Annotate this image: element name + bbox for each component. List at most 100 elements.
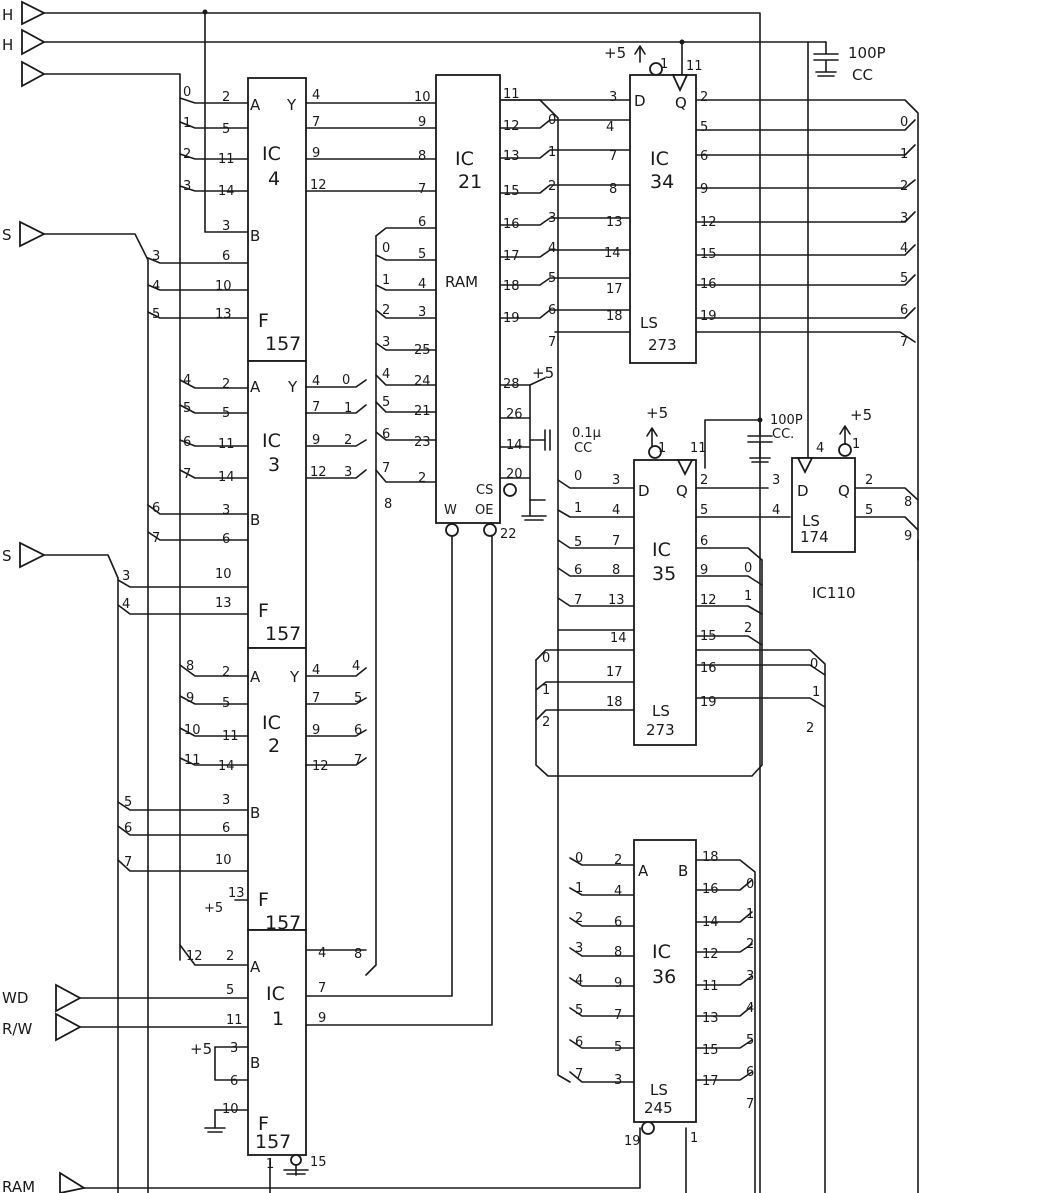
ic21-lpin: 10 — [414, 90, 431, 105]
ic3-lpin: 3 — [222, 503, 230, 518]
bus-label: 9 — [186, 691, 194, 706]
ic36-rpin: 15 — [702, 1043, 719, 1058]
bus-label: 6 — [354, 723, 362, 738]
ic110-ref: LS — [802, 512, 820, 530]
ic36-type: LS — [650, 1081, 668, 1099]
cap1-value: 100P — [848, 44, 886, 62]
ic21-lpin: 6 — [418, 215, 426, 230]
ic35-rpin: 6 — [700, 534, 708, 549]
ic34-type: LS — [640, 314, 658, 332]
bus-label: 5 — [382, 395, 390, 410]
ic1-pin-b-label: B — [250, 1054, 260, 1072]
bus-label: 7 — [574, 593, 582, 608]
vcc-label-ic1: +5 — [190, 1040, 212, 1058]
ic36-lpin: 7 — [614, 1008, 622, 1023]
ic21-lpin: 8 — [418, 149, 426, 164]
bus-label: 8 — [186, 659, 194, 674]
ic110-clock — [796, 457, 814, 475]
ic3-lpin: 13 — [215, 596, 232, 611]
ic110-rpin: 5 — [865, 503, 873, 518]
ic34-d: D — [634, 92, 646, 110]
ic3-rpin: 4 — [312, 374, 320, 389]
ic2-pin-a-label: A — [250, 668, 261, 686]
ic35-lpin: 8 — [612, 563, 620, 578]
ic35-clr-bubble — [648, 445, 662, 459]
ic34-rpin: 6 — [700, 149, 708, 164]
ic2-lpin: 6 — [222, 821, 230, 836]
bus-label: 3 — [382, 335, 390, 350]
ic34-rpin: 9 — [700, 182, 708, 197]
bus-label: 6 — [574, 563, 582, 578]
ic110-tpin: 4 — [816, 441, 824, 456]
ic2-rpin: 7 — [312, 691, 320, 706]
bus-label: 5 — [152, 307, 160, 322]
ic34-lpin: 18 — [606, 309, 623, 324]
bus-label: 3 — [746, 969, 754, 984]
bus-label: 4 — [183, 373, 191, 388]
bus-label: 2 — [344, 433, 352, 448]
ic3-part: 157 — [265, 623, 301, 645]
ic36-lpin: 3 — [614, 1073, 622, 1088]
ic1-body — [247, 929, 307, 1156]
ic4-lpin: 10 — [215, 279, 232, 294]
ic36-lpin: 8 — [614, 945, 622, 960]
bus-label: 5 — [574, 535, 582, 550]
ic1-chip: A B IC 1 F 157 2 5 11 3 6 10 4 7 9 1 15 — [222, 929, 327, 1172]
bus-label: 0 — [575, 851, 583, 866]
bus-label: 10 — [184, 723, 201, 738]
ic34-lpin: 3 — [609, 90, 617, 105]
ic35-rpin: 15 — [700, 629, 717, 644]
ic35-rpin: 16 — [700, 661, 717, 676]
ic36-chip: A B IC 36 LS 245 2 4 6 8 9 7 5 3 18 16 1… — [614, 839, 719, 1149]
ic35-tpin: 11 — [690, 441, 707, 456]
ic34-lpin: 13 — [606, 215, 623, 230]
ic34-part: 273 — [648, 336, 677, 354]
ic21-rpin: 14 — [506, 438, 523, 453]
ic1-type: F — [258, 1113, 269, 1135]
ic21-lpin: 24 — [414, 374, 431, 389]
ic36-num: 36 — [652, 966, 676, 988]
ic36-rpin: 18 — [702, 850, 719, 865]
ic34-rpin: 5 — [700, 120, 708, 135]
ic35-lpin: 18 — [606, 695, 623, 710]
ic21-body — [435, 74, 501, 524]
ic35-q: Q — [676, 482, 688, 500]
ic3-pin-b-label: B — [250, 511, 260, 529]
ic35-chip: D Q IC 35 LS 273 3 4 7 8 13 14 17 18 2 5… — [606, 441, 717, 746]
ic1-rpin: 7 — [318, 981, 326, 996]
bus-label: 0 — [183, 85, 191, 100]
bus-label: 5 — [124, 795, 132, 810]
ic2-lpin: 14 — [218, 759, 235, 774]
ic3-pin-y-label: Y — [287, 378, 298, 396]
ic4-lpin: 5 — [222, 122, 230, 137]
ic3-lpin: 6 — [222, 532, 230, 547]
ic1-rpin: 4 — [318, 946, 326, 961]
bus-label: 5 — [575, 1003, 583, 1018]
passives: 100P CC 100P CC. 0.1μ CC +5 +5 +5 +5 +5 … — [190, 41, 886, 1175]
bus-label: 2 — [575, 911, 583, 926]
ic3-lpin: 5 — [222, 406, 230, 421]
ic21-rpin: 19 — [503, 311, 520, 326]
input-label-7: R/W — [2, 1020, 32, 1038]
ic21-oe-bubble — [483, 523, 497, 537]
bus-label: 0 — [542, 651, 550, 666]
bus-label: 4 — [575, 973, 583, 988]
ic34-rpin: 15 — [700, 247, 717, 262]
input-buffer-7 — [55, 1012, 82, 1042]
ic36-lpin: 4 — [614, 884, 622, 899]
ic21-cs-bubble — [503, 483, 517, 497]
ic21-rpin: 11 — [503, 87, 520, 102]
ic4-rpin: 12 — [310, 178, 327, 193]
bus-label: 7 — [152, 531, 160, 546]
ic1-lpin: 10 — [222, 1102, 239, 1117]
ic2-lpin: 10 — [215, 853, 232, 868]
ic34-lpin: 8 — [609, 182, 617, 197]
bus-label: 3 — [152, 249, 160, 264]
bus-label: 6 — [548, 303, 556, 318]
ic34-clr-bubble — [649, 62, 663, 76]
ic21-lpin: 5 — [418, 247, 426, 262]
bus-label: 2 — [183, 147, 191, 162]
ic36-rpin: 11 — [702, 979, 719, 994]
ic35-body — [633, 459, 697, 746]
ic21-rpin: 12 — [503, 119, 520, 134]
